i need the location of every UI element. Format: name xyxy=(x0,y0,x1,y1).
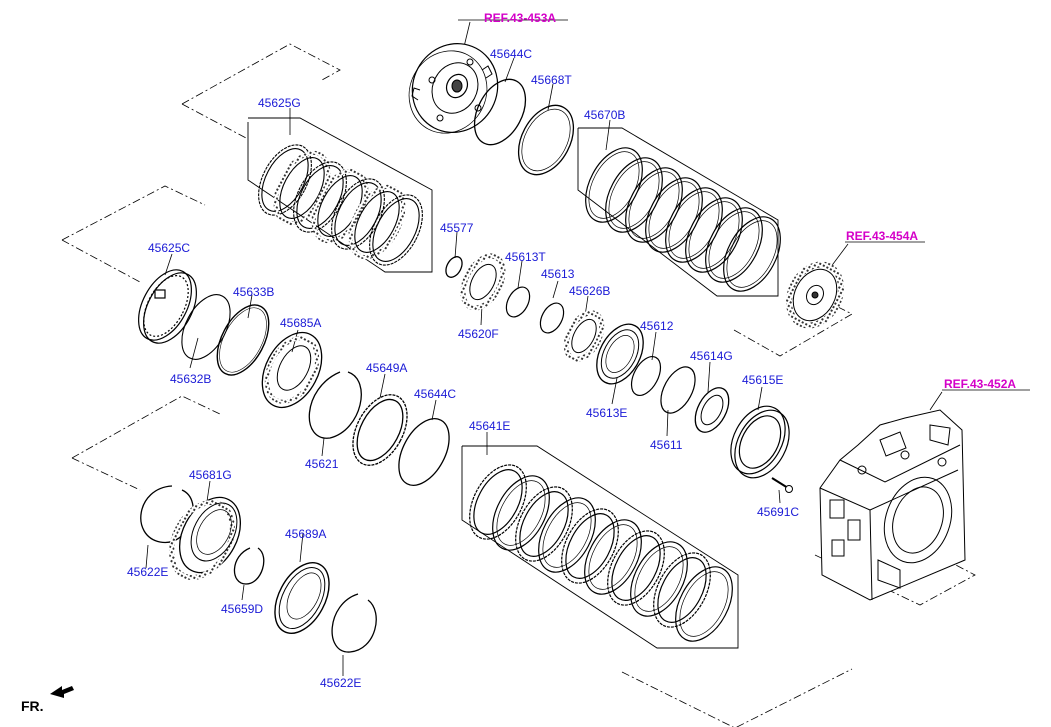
group-box-45625G xyxy=(247,117,433,273)
group-box-45670B xyxy=(577,127,779,297)
part-label-45626B[interactable]: 45626B xyxy=(569,284,611,298)
snap-ring-45621 xyxy=(308,371,362,439)
part-label-45613[interactable]: 45613 xyxy=(541,267,575,281)
part-label-45613T[interactable]: 45613T xyxy=(505,250,546,264)
part-label-45659D[interactable]: 45659D xyxy=(221,602,264,616)
part-label-45644C-mid[interactable]: 45644C xyxy=(414,387,457,401)
plate-45649A xyxy=(352,394,408,466)
snap-ring-45622E-bottom xyxy=(331,593,377,653)
snap-ring-45659D xyxy=(233,547,265,585)
part-label-45615E[interactable]: 45615E xyxy=(742,373,784,387)
part-label-45622E-bottom[interactable]: 45622E xyxy=(320,676,362,690)
one-way-clutch-45685A xyxy=(261,331,323,409)
front-arrow-icon xyxy=(50,686,74,698)
part-label-45670B[interactable]: 45670B xyxy=(584,108,626,122)
ref-label-452A[interactable]: REF.43-452A xyxy=(944,377,1017,391)
part-label-45620F[interactable]: 45620F xyxy=(458,327,499,341)
ring-45632B xyxy=(181,294,231,360)
part-label-45641E[interactable]: 45641E xyxy=(469,419,511,433)
clutch-drum-45681G xyxy=(169,496,241,581)
clutch-pack-45670B xyxy=(585,147,781,292)
drum-45625C xyxy=(138,269,197,344)
part-label-45612[interactable]: 45612 xyxy=(640,319,674,333)
hub-45620F xyxy=(460,253,506,311)
part-label-45614G[interactable]: 45614G xyxy=(690,349,733,363)
part-label-45685A[interactable]: 45685A xyxy=(280,316,322,330)
part-label-45632B[interactable]: 45632B xyxy=(170,372,212,386)
part-label-45681G[interactable]: 45681G xyxy=(189,468,232,482)
plate-45689A xyxy=(274,562,330,634)
transmission-case xyxy=(819,409,966,601)
part-label-45622E-left[interactable]: 45622E xyxy=(127,565,169,579)
seal-45611 xyxy=(660,366,696,414)
ref-label-453A[interactable]: REF.43-453A xyxy=(484,11,557,25)
part-label-45691C[interactable]: 45691C xyxy=(757,505,800,519)
gear-454A xyxy=(786,261,844,329)
part-label-45625C[interactable]: 45625C xyxy=(148,241,191,255)
bolt-45691C xyxy=(771,477,793,493)
ring-45668T xyxy=(517,104,575,176)
snap-ring-45644C-mid xyxy=(398,418,450,486)
snap-ring-45613T xyxy=(505,286,531,318)
part-label-45611[interactable]: 45611 xyxy=(650,438,683,452)
retainer-45615E xyxy=(730,405,790,479)
ring-45577 xyxy=(445,256,463,278)
leader-lines xyxy=(145,19,1030,676)
ref-label-454A[interactable]: REF.43-454A xyxy=(846,229,919,243)
part-label-45613E[interactable]: 45613E xyxy=(586,406,628,420)
piston-45613E xyxy=(596,323,644,385)
ring-45633B xyxy=(216,304,270,376)
clutch-pack-45641E xyxy=(469,464,733,642)
part-label-45644C-top[interactable]: 45644C xyxy=(490,47,533,61)
part-label-45689A[interactable]: 45689A xyxy=(285,527,327,541)
front-direction-label: FR. xyxy=(21,698,44,714)
piston-45614G xyxy=(694,387,730,433)
snap-ring-45644C-top xyxy=(473,78,527,146)
seal-45612 xyxy=(630,356,662,396)
part-label-45621[interactable]: 45621 xyxy=(305,457,339,471)
part-label-45625G[interactable]: 45625G xyxy=(258,96,301,110)
clutch-pack-45625G xyxy=(258,144,423,266)
group-box-45641E xyxy=(461,445,739,649)
part-label-45577[interactable]: 45577 xyxy=(440,221,474,235)
part-label-45649A[interactable]: 45649A xyxy=(366,361,408,375)
part-label-45668T[interactable]: 45668T xyxy=(531,73,572,87)
part-label-45633B[interactable]: 45633B xyxy=(233,285,275,299)
snap-ring-45613 xyxy=(539,302,565,334)
bearing-45626B xyxy=(563,310,605,362)
